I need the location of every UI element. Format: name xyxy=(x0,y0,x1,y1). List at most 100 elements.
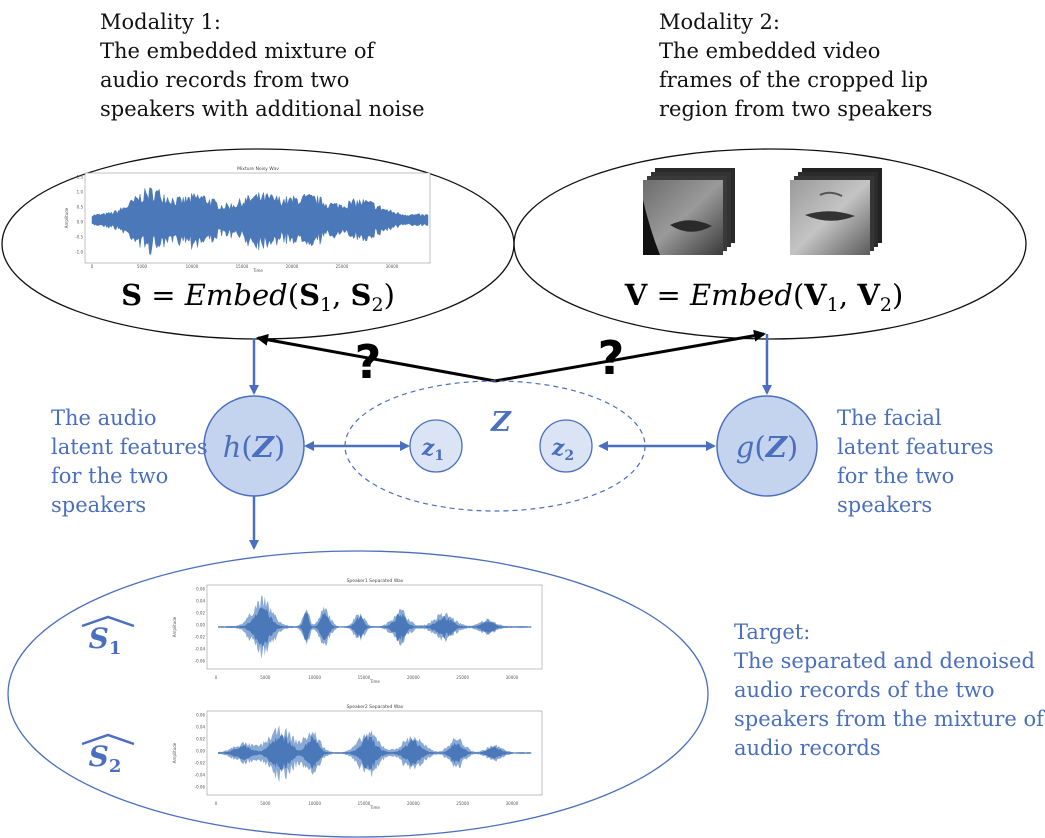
g-node xyxy=(716,395,818,497)
s2-hat-label: S2 xyxy=(81,733,135,777)
speaker1-waveform xyxy=(218,607,532,647)
y-tick-label: 0.06 xyxy=(196,587,205,592)
modality2-line: The embedded video xyxy=(659,39,881,63)
speaker2-plot-ylabel: Amplitude xyxy=(172,742,177,763)
modality1-line: audio records from two xyxy=(100,68,350,92)
y-tick-label: 0.5 xyxy=(77,205,84,210)
speaker1-plot: Speaker1 Separated Wav Time Amplitude 0.… xyxy=(172,578,543,684)
x-tick-label: 0 xyxy=(215,801,218,806)
x-tick-label: 25000 xyxy=(456,801,469,806)
y-tick-label: 0.06 xyxy=(196,713,205,718)
y-tick-label: -0.06 xyxy=(195,659,206,664)
target-line: audio records of the two xyxy=(734,678,995,702)
y-tick-label: -0.02 xyxy=(195,761,206,766)
audio-features-line: The audio xyxy=(51,406,157,430)
h-label: h(Z) xyxy=(223,430,286,464)
z2-label: z2 xyxy=(551,435,574,464)
audio-features-line: for the two xyxy=(51,464,169,488)
facial-features-text: The facial latent features for the two s… xyxy=(837,404,994,520)
svg-text:S2: S2 xyxy=(89,740,122,777)
x-tick-label: 30000 xyxy=(506,675,519,680)
audio-features-line: speakers xyxy=(51,493,147,517)
speaker2-plot-xlabel: Time xyxy=(369,805,380,810)
speaker2-plot: Speaker2 Separated Wav Time Amplitude 0.… xyxy=(172,704,543,810)
speaker1-plot-title: Speaker1 Separated Wav xyxy=(347,578,404,584)
h-node xyxy=(203,395,305,497)
mixture-plot: Mixture Noisy Wav 1.5 1.0 0.5 0.0 -0.5 -1.0 0… xyxy=(64,166,431,273)
modality1-heading: Modality 1: xyxy=(100,10,221,34)
y-tick-label: 1.0 xyxy=(77,190,84,195)
x-tick-label: 0 xyxy=(91,264,94,269)
x-tick-label: 5000 xyxy=(137,264,148,269)
speaker1-plot-ylabel: Amplitude xyxy=(172,616,177,637)
y-tick-label: -1.0 xyxy=(75,250,83,255)
x-tick-label: 5000 xyxy=(260,801,271,806)
x-tick-label: 20000 xyxy=(407,801,420,806)
mixture-plot-xlabel: Time xyxy=(252,268,263,273)
x-tick-label: 25000 xyxy=(456,675,469,680)
y-tick-label: 0.00 xyxy=(196,623,205,628)
x-tick-label: 30000 xyxy=(506,801,519,806)
y-tick-label: 0.02 xyxy=(196,737,205,742)
x-tick-label: 25000 xyxy=(336,264,349,269)
y-tick-label: 0.04 xyxy=(196,599,205,604)
modality1-description: Modality 1: The embedded mixture of audi… xyxy=(100,8,425,124)
svg-text:S1: S1 xyxy=(89,622,122,659)
x-tick-label: 30000 xyxy=(386,264,399,269)
mixture-plot-title: Mixture Noisy Wav xyxy=(237,166,279,172)
x-tick-label: 20000 xyxy=(286,264,299,269)
speaker1-plot-xlabel: Time xyxy=(369,679,380,684)
y-tick-label: -0.04 xyxy=(195,647,206,652)
x-tick-label: 10000 xyxy=(308,801,321,806)
modality2-line: region from two speakers xyxy=(659,97,933,121)
question-mark-left: ? xyxy=(355,335,382,389)
audio-features-line: latent features xyxy=(51,435,208,459)
modality2-line: frames of the cropped lip xyxy=(659,68,929,92)
x-tick-label: 20000 xyxy=(407,675,420,680)
mixture-plot-ylabel: Amplitude xyxy=(64,207,69,228)
z1-node xyxy=(409,419,463,473)
target-description: Target: The separated and denoised audio… xyxy=(734,618,1044,763)
facial-features-line: The facial xyxy=(837,406,942,430)
facial-features-line: latent features xyxy=(837,435,994,459)
z2-node xyxy=(539,419,593,473)
lip-frames-speaker2 xyxy=(790,168,882,255)
x-tick-label: 10000 xyxy=(308,675,321,680)
y-tick-label: 0.02 xyxy=(196,611,205,616)
target-line: audio records xyxy=(734,736,881,760)
y-tick-label: 1.5 xyxy=(77,175,84,180)
y-tick-label: 0.00 xyxy=(196,749,205,754)
y-tick-label: 0.0 xyxy=(77,220,84,225)
modality2-description: Modality 2: The embedded video frames of… xyxy=(659,8,932,124)
speaker2-waveform xyxy=(218,735,532,771)
target-line: The separated and denoised xyxy=(734,649,1035,673)
audio-features-text: The audio latent features for the two sp… xyxy=(51,404,208,520)
speaker2-plot-title: Speaker2 Separated Wav xyxy=(347,704,404,710)
target-line: speakers from the mixture of xyxy=(734,707,1044,731)
x-tick-label: 15000 xyxy=(236,264,249,269)
s1-hat-label: S1 xyxy=(81,615,135,659)
v-equation: V = Embed(V1, V2) xyxy=(624,278,904,316)
s-equation: S = Embed(S1, S2) xyxy=(121,278,395,316)
g-label: g(Z) xyxy=(736,430,798,464)
question-mark-right: ? xyxy=(598,331,625,385)
x-tick-label: 10000 xyxy=(186,264,199,269)
facial-features-line: speakers xyxy=(837,493,933,517)
y-tick-label: -0.06 xyxy=(195,785,206,790)
target-heading: Target: xyxy=(734,620,811,644)
modality2-ellipse xyxy=(513,148,1027,340)
y-tick-label: -0.5 xyxy=(75,235,83,240)
arrow-z-to-s xyxy=(256,333,496,383)
x-tick-label: 15000 xyxy=(358,801,371,806)
target-ellipse xyxy=(7,550,709,838)
modality1-line: speakers with additional noise xyxy=(100,97,425,121)
arrow-z-to-v xyxy=(494,329,766,383)
z1-label: z1 xyxy=(421,435,444,464)
lip-frames-speaker1 xyxy=(643,168,735,255)
mixture-waveform xyxy=(91,187,429,255)
x-tick-label: 15000 xyxy=(358,675,371,680)
z-label: Z xyxy=(490,407,512,438)
x-tick-label: 5000 xyxy=(260,675,271,680)
y-tick-label: -0.04 xyxy=(195,773,206,778)
